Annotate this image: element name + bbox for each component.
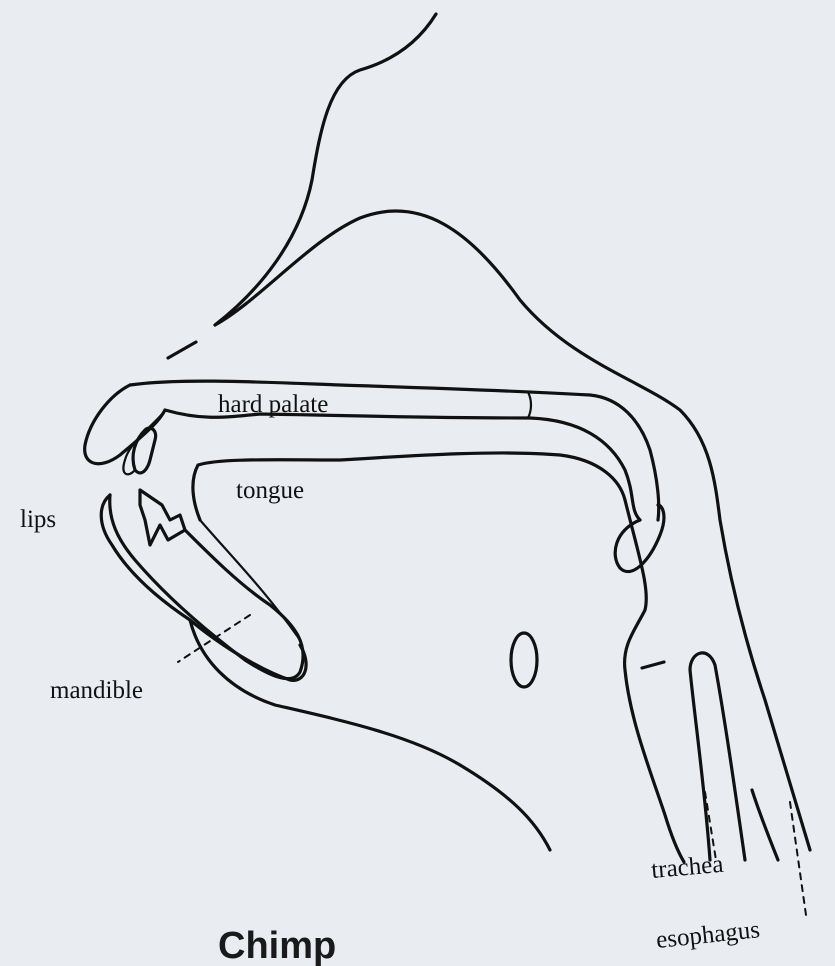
label-tongue: tongue [236, 477, 304, 504]
mandible-inner [200, 520, 300, 640]
mandible-outline [110, 495, 303, 679]
jaw-underside [190, 620, 550, 850]
palate-divider [528, 392, 531, 418]
trachea-esophagus-tube [690, 653, 745, 860]
lower-teeth [140, 490, 185, 545]
label-lips: lips [20, 506, 56, 533]
diagram-title: Chimp [218, 925, 336, 966]
label-esophagus: esophagus [655, 916, 761, 954]
nose-mark [168, 342, 196, 358]
label-hard-palate: hard palate [218, 391, 328, 418]
esophagus-leader [790, 802, 806, 915]
hard-palate-upper [130, 381, 659, 520]
larynx-front-wall [625, 500, 684, 862]
hyoid-bone [511, 633, 537, 687]
label-trachea: trachea [650, 851, 724, 884]
label-mandible: mandible [50, 677, 143, 704]
brow-outline [215, 14, 436, 325]
pharynx-back-wall [215, 211, 810, 850]
epiglottis-mark [642, 662, 664, 668]
esophagus-wall [752, 790, 778, 860]
